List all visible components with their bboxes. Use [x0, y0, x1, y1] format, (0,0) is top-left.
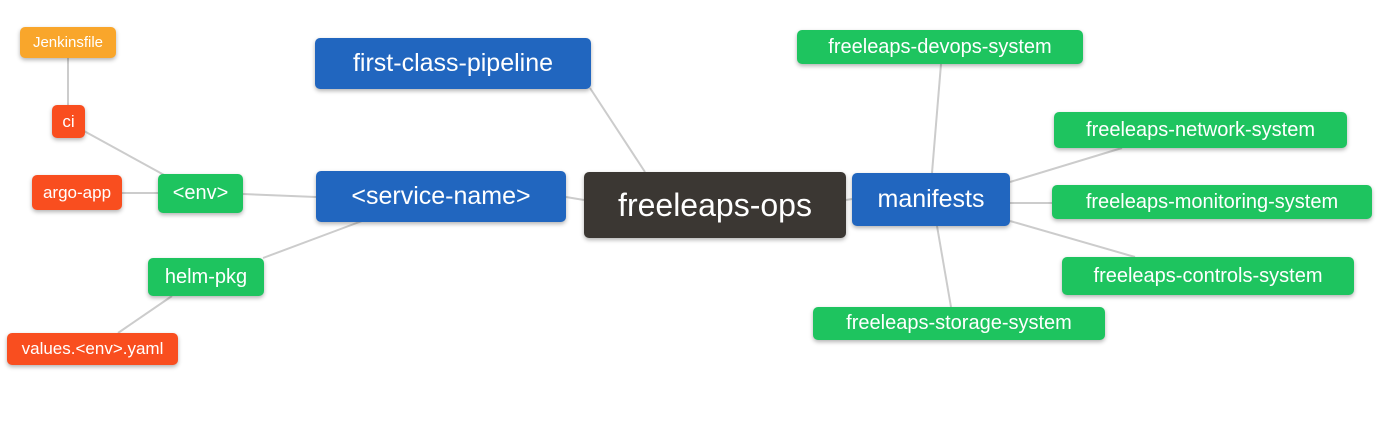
node-freeleaps-network-system[interactable]: freeleaps-network-system [1054, 112, 1347, 148]
node-jenkinsfile[interactable]: Jenkinsfile [20, 27, 116, 58]
edge-manifests-devops [931, 63, 942, 174]
node-helm-pkg[interactable]: helm-pkg [148, 258, 264, 296]
node-helm-pkg-label: helm-pkg [164, 265, 248, 288]
node-argo-app[interactable]: argo-app [32, 175, 122, 210]
node-service-name[interactable]: <service-name> [316, 171, 566, 222]
node-freeleaps-monitoring-system-label: freeleaps-monitoring-system [1085, 190, 1339, 213]
node-ci-label: ci [62, 111, 75, 131]
node-first-class-pipeline[interactable]: first-class-pipeline [315, 38, 591, 89]
node-jenkinsfile-label: Jenkinsfile [32, 34, 104, 51]
edge-service-name-env [242, 193, 317, 198]
node-freeleaps-controls-system-label: freeleaps-controls-system [1093, 264, 1323, 287]
node-freeleaps-ops-root[interactable]: freeleaps-ops [584, 172, 846, 238]
node-manifests-label: manifests [877, 185, 985, 213]
edge-helm-pkg-values [117, 295, 173, 334]
node-freeleaps-devops-system-label: freeleaps-devops-system [828, 35, 1052, 58]
node-env-label: <env> [172, 182, 229, 204]
node-freeleaps-network-system-label: freeleaps-network-system [1086, 118, 1315, 141]
node-freeleaps-devops-system[interactable]: freeleaps-devops-system [797, 30, 1083, 64]
node-argo-app-label: argo-app [42, 182, 112, 202]
edge-manifests-network [1009, 147, 1123, 183]
node-values-env-yaml[interactable]: values.<env>.yaml [7, 333, 178, 365]
node-env[interactable]: <env> [158, 174, 243, 213]
edge-root-manifests [845, 198, 853, 201]
edge-manifests-storage [936, 225, 952, 308]
node-ci[interactable]: ci [52, 105, 85, 138]
node-freeleaps-ops-label: freeleaps-ops [618, 186, 812, 223]
edge-root-service-name [565, 196, 585, 201]
node-freeleaps-monitoring-system[interactable]: freeleaps-monitoring-system [1052, 185, 1372, 219]
node-values-env-yaml-label: values.<env>.yaml [21, 339, 164, 358]
edge-service-name-helm-pkg [262, 220, 363, 259]
node-freeleaps-storage-system-label: freeleaps-storage-system [846, 312, 1072, 334]
node-freeleaps-storage-system[interactable]: freeleaps-storage-system [813, 307, 1105, 340]
edge-manifests-controls [1009, 220, 1136, 258]
node-manifests[interactable]: manifests [852, 173, 1010, 226]
node-service-name-label: <service-name> [351, 182, 531, 210]
edge-env-ci [83, 130, 167, 177]
node-freeleaps-controls-system[interactable]: freeleaps-controls-system [1062, 257, 1354, 295]
edge-root-pipeline [589, 87, 646, 173]
node-first-class-pipeline-label: first-class-pipeline [352, 49, 554, 77]
